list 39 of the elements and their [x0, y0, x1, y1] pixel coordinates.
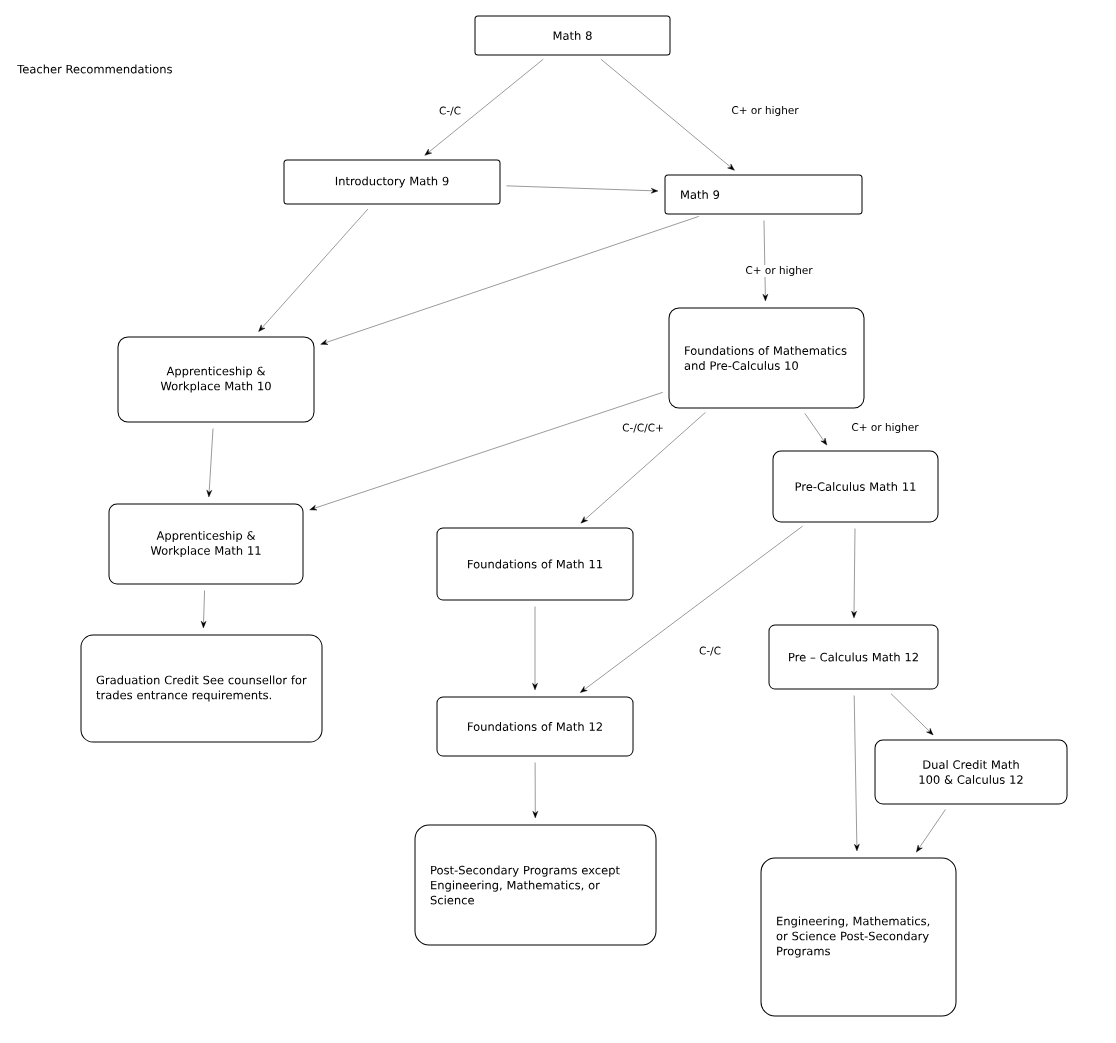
arrow — [762, 220, 769, 302]
outcome-box: Post-Secondary Programs except Engineering, Mathematics, or Science — [414, 824, 657, 946]
course-box: Foundations of Math 11 — [436, 527, 634, 601]
arrow — [309, 392, 664, 511]
arrow — [854, 695, 860, 852]
course-box: Introductory Math 9 — [283, 159, 501, 205]
arrow — [200, 590, 207, 629]
arrow — [506, 185, 659, 194]
arrow — [851, 528, 857, 619]
arrow — [258, 208, 369, 332]
course-box: Pre-Calculus Math 11 — [772, 450, 939, 523]
outcome-box: Graduation Credit See counsellor for trades entrance requirements. — [80, 634, 323, 743]
course-box: Foundations of Mathematics and Pre-Calculus 10 — [668, 307, 865, 409]
course-box: Math 8 — [474, 15, 671, 56]
course-box: Apprenticeship & Workplace Math 11 — [108, 503, 304, 585]
edge-label: C-/C — [439, 106, 461, 116]
course-box: Math 9 — [664, 174, 863, 215]
title: Teacher Recommendations — [17, 64, 172, 74]
arrow — [580, 525, 803, 693]
course-box: Foundations of Math 12 — [436, 696, 634, 757]
edge-label: C+ or higher — [732, 105, 799, 117]
course-box: Pre – Calculus Math 12 — [768, 624, 939, 690]
outcome-box: Engineering, Mathematics, or Science Post-Secondary Programs — [760, 857, 957, 1017]
edge-label: C+ or higher — [746, 265, 813, 277]
arrow — [424, 59, 544, 156]
course-box: Dual Credit Math 100 & Calculus 12 — [874, 739, 1068, 805]
arrow — [532, 606, 538, 691]
arrow — [532, 762, 539, 819]
edge-label: C+ or higher — [852, 422, 919, 434]
edge-label: C-/C/C+ — [622, 423, 663, 433]
arrow — [804, 413, 828, 446]
course-box: Apprenticeship & Workplace Math 10 — [117, 336, 315, 423]
arrow — [320, 216, 699, 345]
arrow — [890, 693, 934, 736]
arrow — [916, 809, 946, 853]
arrow — [600, 59, 735, 171]
arrow — [580, 412, 706, 524]
arrow — [206, 428, 214, 498]
edge-label: C-/C — [699, 646, 721, 656]
